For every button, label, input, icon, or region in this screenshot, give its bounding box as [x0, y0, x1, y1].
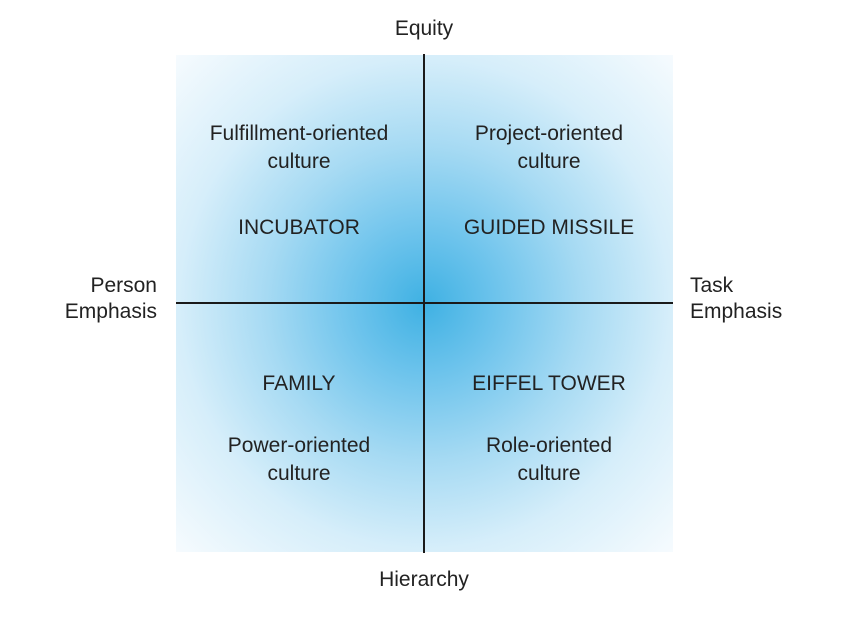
culture-type-label: Fulfillment-oriented culture	[176, 120, 422, 176]
axis-label-equity: Equity	[394, 17, 454, 40]
metaphor-label: GUIDED MISSILE	[463, 216, 635, 239]
axis-label-hierarchy: Hierarchy	[379, 568, 469, 591]
metaphor-label: INCUBATOR	[238, 216, 360, 239]
metaphor-label: EIFFEL TOWER	[472, 372, 626, 395]
culture-type-line: culture	[517, 150, 581, 173]
metaphor-label: FAMILY	[262, 372, 336, 395]
culture-type-line: Project-oriented	[474, 122, 624, 145]
axis-label-person-emphasis: Person Emphasis	[0, 273, 157, 325]
culture-type-line: culture	[267, 462, 331, 485]
culture-type-line: Power-oriented	[227, 434, 371, 457]
axis-label-line: Task	[690, 274, 734, 297]
culture-type-line: Role-oriented	[485, 434, 613, 457]
culture-type-line: culture	[517, 462, 581, 485]
culture-type-label: Project-oriented culture	[425, 120, 673, 176]
horizontal-axis-line	[176, 302, 673, 304]
axis-label-line: Person	[90, 274, 157, 297]
culture-type-line: culture	[267, 150, 331, 173]
quadrant-incubator: Fulfillment-oriented culture INCUBATOR	[176, 0, 422, 641]
quadrant-eiffel-tower: EIFFEL TOWER Role-oriented culture	[425, 0, 671, 641]
culture-type-label: Role-oriented culture	[425, 432, 673, 488]
axis-label-line: Emphasis	[64, 300, 157, 323]
axis-label-task-emphasis: Task Emphasis	[690, 273, 782, 325]
culture-type-label: Power-oriented culture	[176, 432, 422, 488]
quadrant-family: FAMILY Power-oriented culture	[176, 0, 422, 641]
axis-label-line: Emphasis	[690, 300, 783, 323]
culture-type-line: Fulfillment-oriented	[209, 122, 389, 145]
quadrant-guided-missile: Project-oriented culture GUIDED MISSILE	[425, 0, 671, 641]
